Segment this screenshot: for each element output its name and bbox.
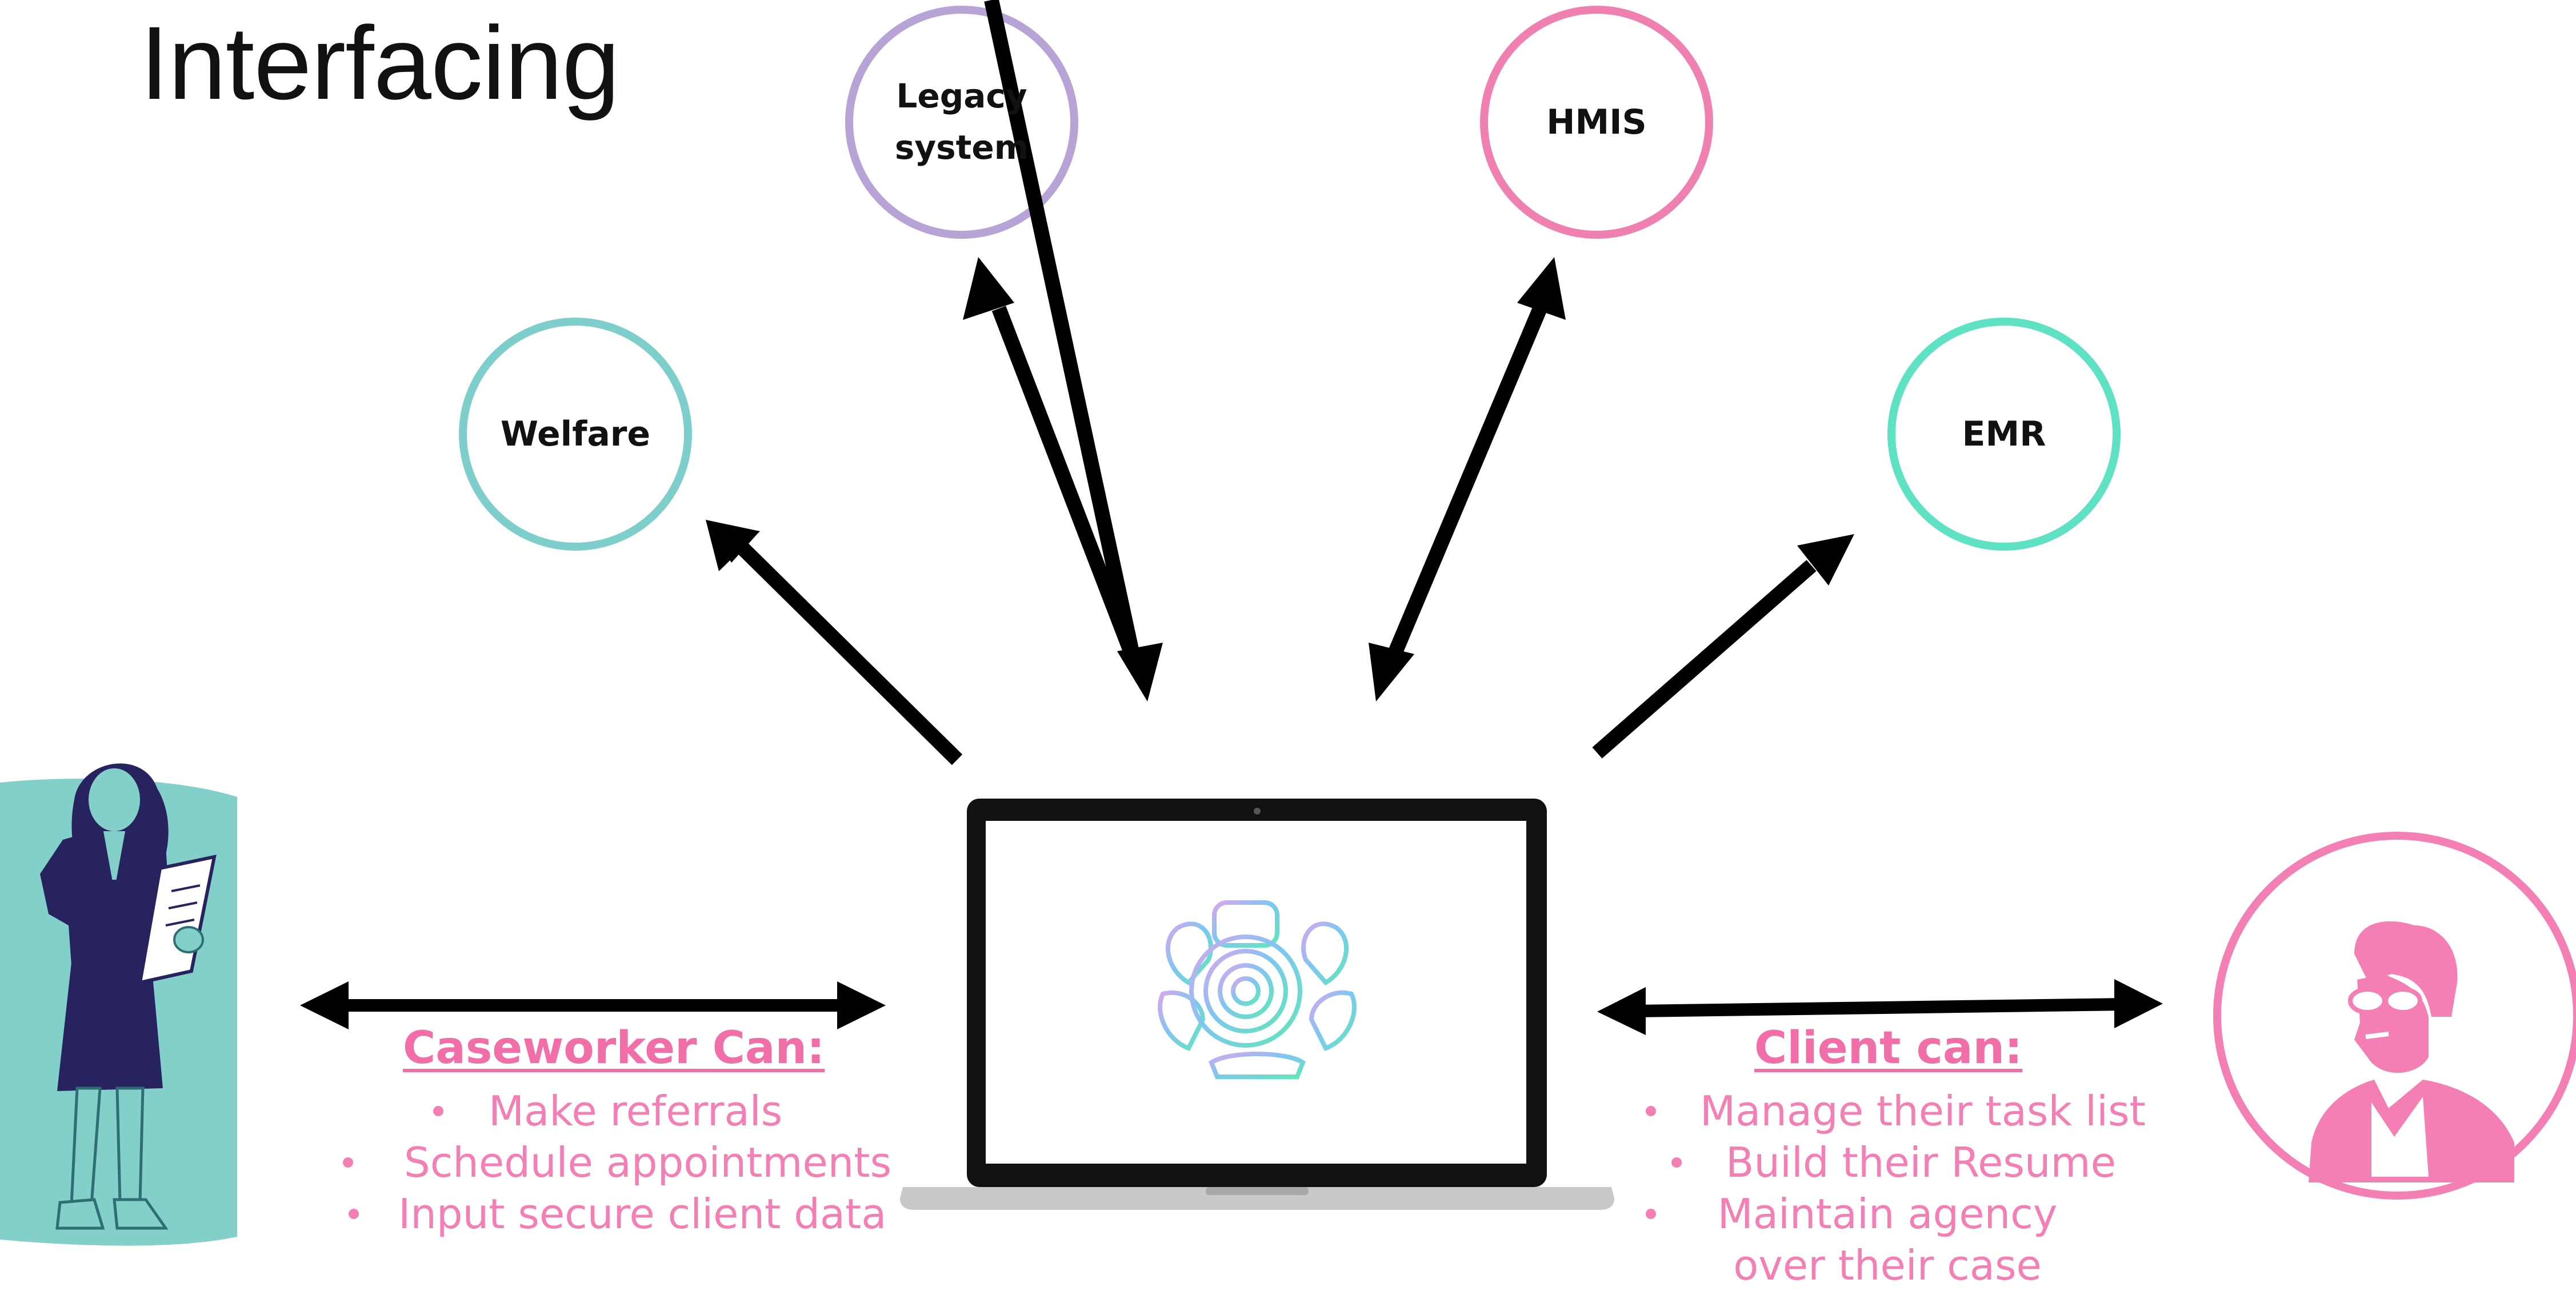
client-item: Maintain agency over their case xyxy=(1640,1188,2073,1291)
arrow-legacy-system-line xyxy=(963,257,1163,701)
caseworker-list: Make referrals Schedule appointments Inp… xyxy=(343,1085,891,1240)
legacy-system-node-circle xyxy=(845,6,1078,239)
caseworker-item: Make referrals xyxy=(343,1085,891,1137)
caseworker-double-arrow xyxy=(300,981,886,1029)
arrow-hmis xyxy=(1369,257,1566,701)
caseworker-item: Input secure client data xyxy=(343,1188,891,1240)
client-list: Manage their task list Build their Resum… xyxy=(1640,1085,2146,1291)
hmis-node-circle xyxy=(1480,6,1713,239)
client-item-text: Build their Resume xyxy=(1726,1138,2116,1186)
app-logo-icon xyxy=(1158,900,1357,1079)
caseworker-item-text: Input secure client data xyxy=(398,1190,887,1238)
caseworker-item-text: Make referrals xyxy=(489,1087,783,1135)
emr-node-label: EMR xyxy=(1962,414,2046,454)
hmis-node-label: HMIS xyxy=(1546,102,1647,142)
arrow-legacy-system xyxy=(984,0,1142,664)
client-item-text: Maintain agency over their case xyxy=(1717,1190,2058,1289)
client-item: Manage their task list xyxy=(1640,1085,2146,1137)
legacy-system-node-label: Legacy system xyxy=(894,77,1029,167)
caseworker-item: Schedule appointments xyxy=(343,1137,891,1188)
bullet-icon xyxy=(1646,1209,1656,1219)
client-double-arrow xyxy=(1597,979,2163,1035)
arrow-to-emr xyxy=(1592,534,1854,759)
bullet-icon xyxy=(1646,1106,1656,1116)
caseworker-figure-icon xyxy=(0,763,237,1246)
caseworker-heading: Caseworker Can: xyxy=(403,1023,825,1074)
bullet-icon xyxy=(343,1157,353,1168)
client-heading: Client can: xyxy=(1754,1023,2023,1074)
emr-node-circle xyxy=(1887,318,2121,551)
client-avatar-icon xyxy=(2213,832,2576,1200)
welfare-node-label: Welfare xyxy=(500,414,651,454)
bullet-icon xyxy=(349,1209,359,1219)
client-item: Build their Resume xyxy=(1640,1137,2146,1188)
bullet-icon xyxy=(1671,1157,1682,1168)
laptop-icon xyxy=(900,799,1614,1210)
arrow-to-welfare xyxy=(706,520,963,765)
client-item-text: Manage their task list xyxy=(1700,1087,2146,1135)
page-title: Interfacing xyxy=(140,5,620,121)
welfare-node-circle xyxy=(459,318,692,551)
bullet-icon xyxy=(433,1106,443,1116)
caseworker-item-text: Schedule appointments xyxy=(404,1138,891,1186)
